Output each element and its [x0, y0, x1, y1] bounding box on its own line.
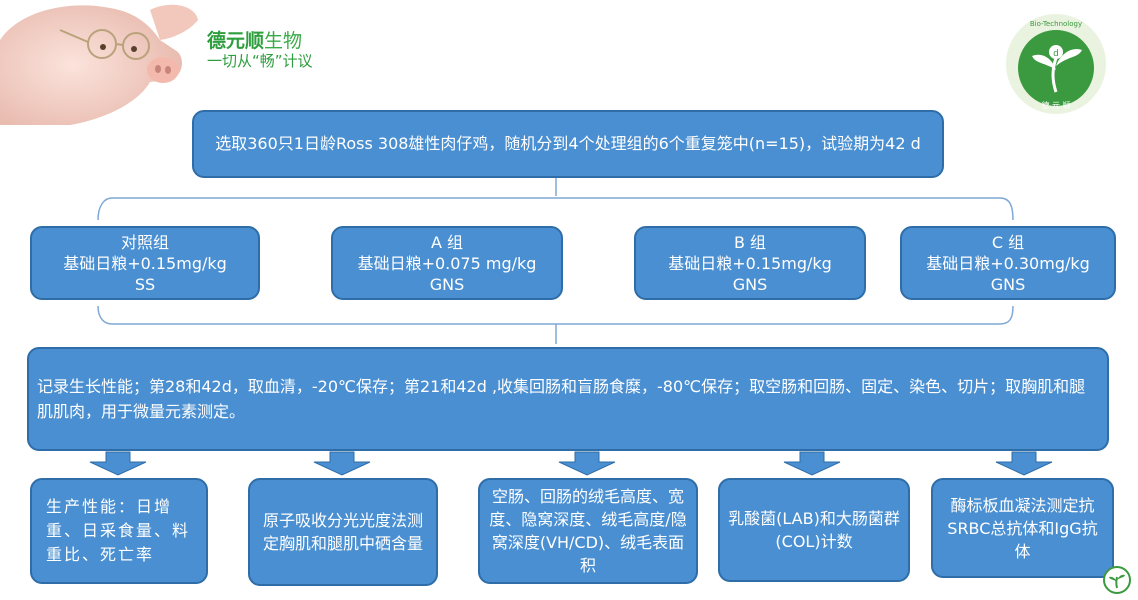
brand-name: 德元顺生物 — [207, 26, 302, 53]
selection-step-text: 选取360只1日龄Ross 308雄性肉仔鸡，随机分到4个处理组的6个重复笼中(… — [215, 134, 921, 153]
pig-image — [0, 4, 198, 125]
outcome-text: 酶标板血凝法测定抗SRBC总抗体和IgG抗体 — [947, 495, 1098, 561]
group-box-control: 对照组 基础日粮+0.15mg/kg SS — [30, 226, 260, 300]
sampling-step-box: 记录生长性能；第28和42d，取血清，-20℃保存；第21和42d ,收集回肠和… — [27, 347, 1109, 451]
brand-slogan: 一切从“畅”计议 — [207, 52, 313, 70]
leaf-logo-icon — [1103, 566, 1131, 594]
group-box-c: C 组 基础日粮+0.30mg/kg GNS — [900, 226, 1116, 300]
outcome-text: 乳酸菌(LAB)和大肠菌群(COL)计数 — [728, 509, 900, 551]
brand-name-bold: 德元顺 — [207, 30, 265, 52]
group-diet: 基础日粮+0.15mg/kg — [668, 253, 832, 273]
group-source: GNS — [429, 274, 465, 294]
group-diet: 基础日粮+0.15mg/kg — [63, 253, 227, 273]
brand-name-rest: 生物 — [264, 30, 303, 52]
arrow-down — [995, 451, 1053, 476]
group-box-b: B 组 基础日粮+0.15mg/kg GNS — [634, 226, 866, 300]
outcome-box-antibody: 酶标板血凝法测定抗SRBC总抗体和IgG抗体 — [931, 478, 1114, 578]
company-logo: d Bio-Technology 德 元 顺 — [1006, 14, 1106, 114]
group-diet: 基础日粮+0.075 mg/kg — [357, 253, 537, 273]
group-source: GNS — [990, 274, 1026, 294]
outcome-text: 空肠、回肠的绒毛高度、宽度、隐窝深度、绒毛高度/隐窝深度(VH/CD)、绒毛表面… — [489, 487, 687, 575]
outcome-box-bacteria: 乳酸菌(LAB)和大肠菌群(COL)计数 — [718, 478, 910, 582]
logo-text-top: Bio-Technology — [1030, 20, 1082, 28]
group-name: C 组 — [991, 232, 1025, 252]
group-diet: 基础日粮+0.30mg/kg — [926, 253, 1090, 273]
logo-text-bottom: 德 元 顺 — [1041, 100, 1070, 110]
group-source: GNS — [732, 274, 768, 294]
arrow-down — [89, 451, 147, 476]
group-name: B 组 — [733, 232, 767, 252]
arrow-down — [783, 451, 841, 476]
outcome-box-performance: 生产性能：日增重、日采食量、料重比、死亡率 — [30, 478, 208, 584]
group-name: A 组 — [430, 232, 464, 252]
arrow-down — [558, 451, 616, 476]
selection-step-box: 选取360只1日龄Ross 308雄性肉仔鸡，随机分到4个处理组的6个重复笼中(… — [192, 110, 944, 178]
outcome-box-intestine: 空肠、回肠的绒毛高度、宽度、隐窝深度、绒毛高度/隐窝深度(VH/CD)、绒毛表面… — [478, 478, 698, 584]
group-name: 对照组 — [120, 232, 169, 252]
svg-text:d: d — [1053, 49, 1059, 59]
arrow-down — [313, 451, 371, 476]
sampling-step-text: 记录生长性能；第28和42d，取血清，-20℃保存；第21和42d ,收集回肠和… — [37, 377, 1086, 421]
group-box-a: A 组 基础日粮+0.075 mg/kg GNS — [331, 226, 563, 300]
outcome-text: 生产性能：日增重、日采食量、料重比、死亡率 — [46, 497, 191, 564]
outcome-text: 原子吸收分光光度法测定胸肌和腿肌中硒含量 — [262, 511, 423, 553]
group-source: SS — [134, 274, 156, 294]
outcome-box-selenium: 原子吸收分光光度法测定胸肌和腿肌中硒含量 — [248, 478, 438, 586]
